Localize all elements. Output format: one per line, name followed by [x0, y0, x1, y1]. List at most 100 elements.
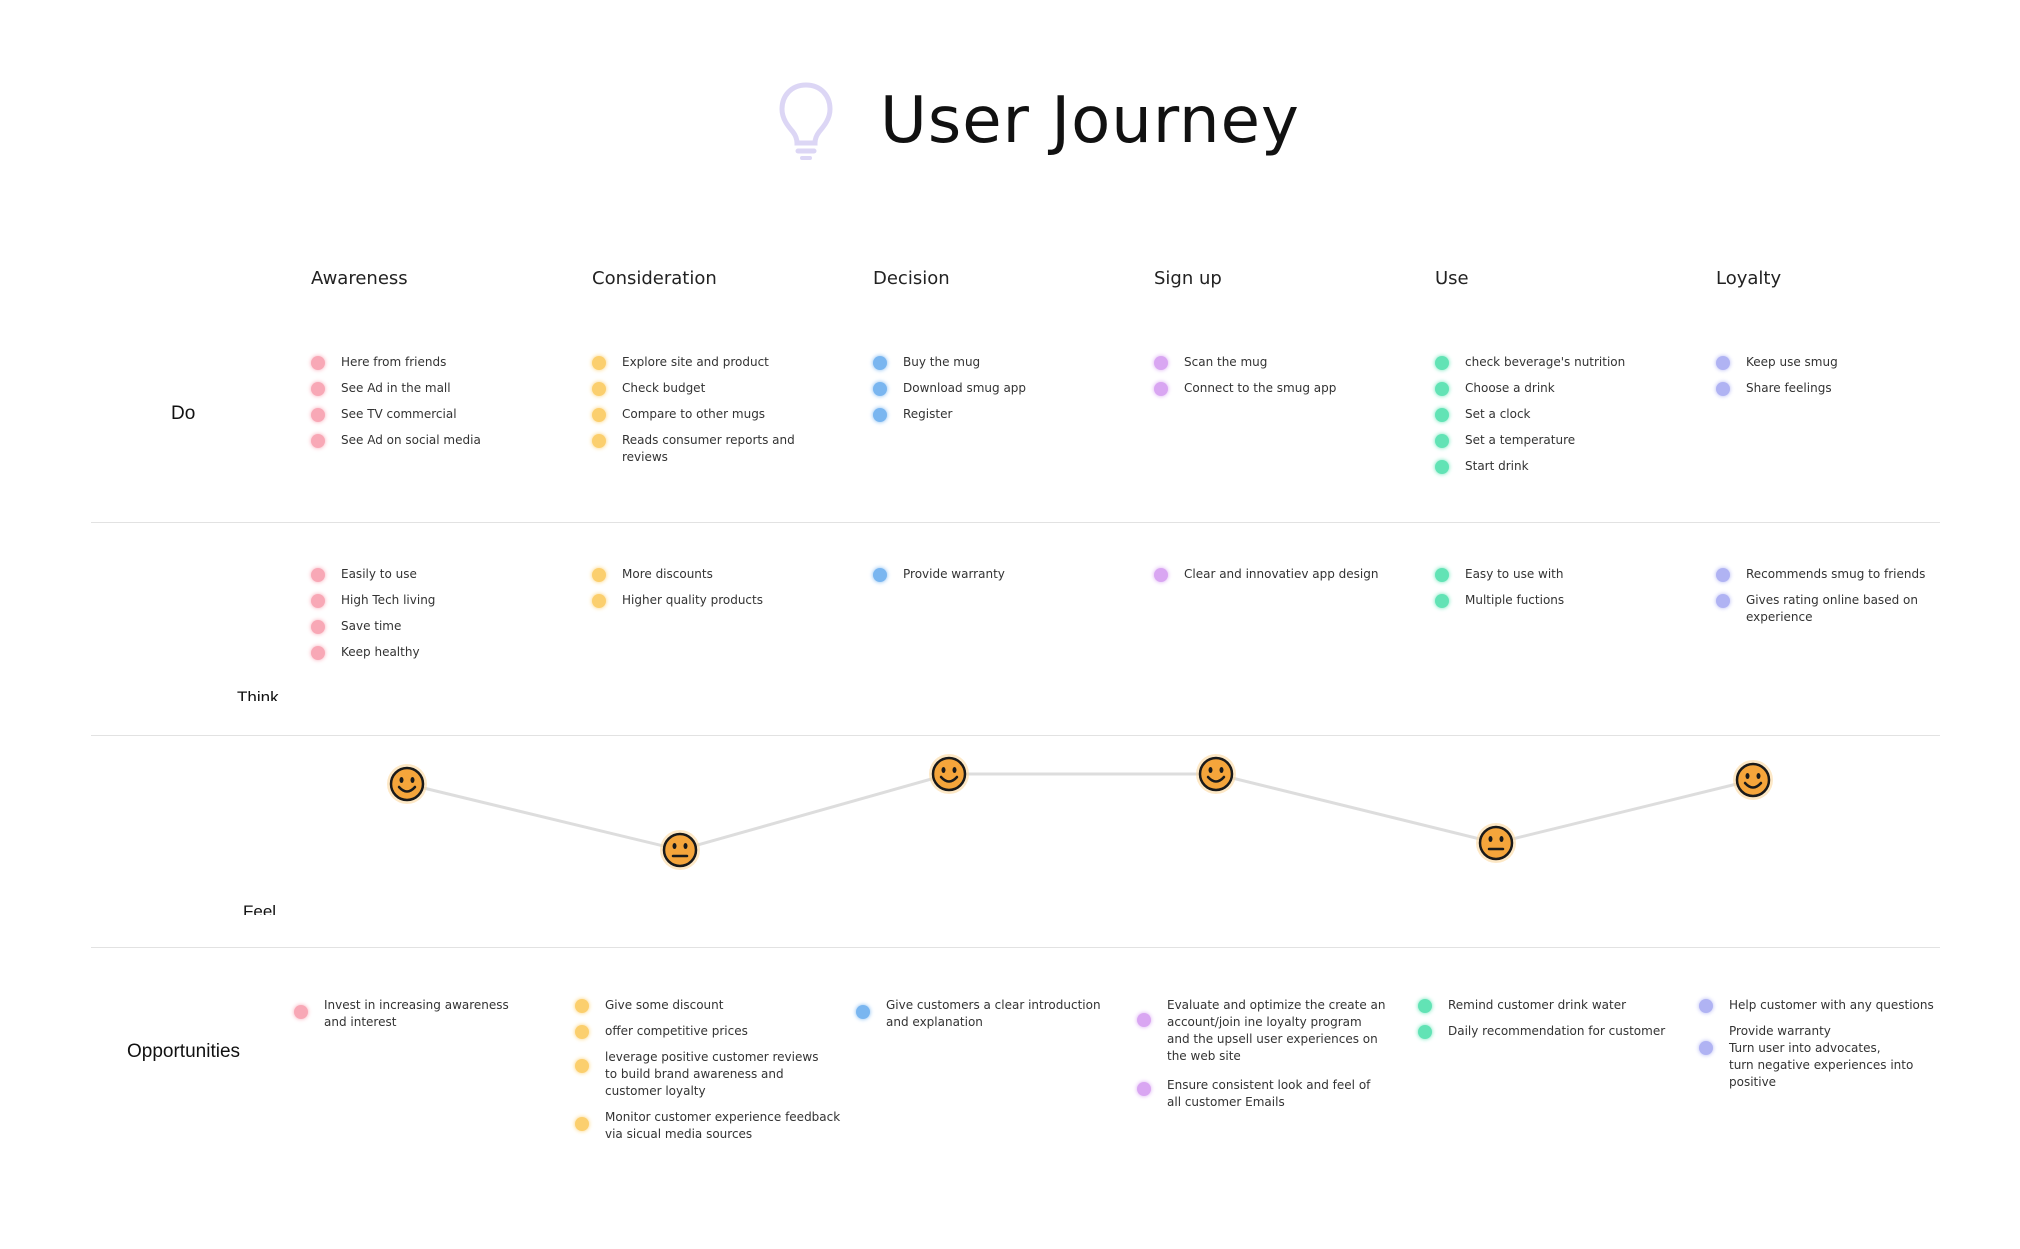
list-item: Scan the mug	[1154, 354, 1404, 371]
do-list-consideration: Explore site and product Check budget Co…	[592, 354, 842, 475]
list-item: Keep use smug	[1716, 354, 1966, 371]
list-item: More discounts	[592, 566, 842, 583]
stage-use: Use	[1435, 268, 1469, 289]
list-item: Keep healthy	[311, 644, 561, 661]
list-item: Buy the mug	[873, 354, 1123, 371]
happy-face-icon	[387, 764, 427, 804]
row-label-opportunities: Opportunities	[127, 1041, 241, 1062]
bullet-dot	[873, 568, 887, 582]
list-item: Explore site and product	[592, 354, 842, 371]
bullet-dot	[311, 568, 325, 582]
list-item: Monitor customer experience feedback via…	[575, 1109, 845, 1143]
list-item: Easily to use	[311, 566, 561, 583]
list-item: Higher quality products	[592, 592, 842, 609]
list-item: Save time	[311, 618, 561, 635]
list-item: Share feelings	[1716, 380, 1966, 397]
bullet-dot	[1435, 568, 1449, 582]
bullet-dot	[1154, 568, 1168, 582]
list-item: See TV commercial	[311, 406, 561, 423]
row-divider	[91, 947, 1940, 948]
opp-list-use: Remind customer drink water Daily recomm…	[1418, 997, 1688, 1049]
bullet-dot	[1699, 999, 1713, 1013]
list-item: Download smug app	[873, 380, 1123, 397]
stage-sign-up: Sign up	[1154, 268, 1222, 289]
bullet-dot	[873, 382, 887, 396]
list-item: Invest in increasing awareness and inter…	[294, 997, 534, 1031]
bullet-dot	[1435, 594, 1449, 608]
bullet-dot	[1716, 568, 1730, 582]
bullet-dot	[592, 434, 606, 448]
list-item: Ensure consistent look and feel of all c…	[1137, 1077, 1407, 1111]
do-list-use: check beverage's nutrition Choose a drin…	[1435, 354, 1685, 484]
bullet-dot	[1137, 1013, 1151, 1027]
bullet-dot	[1137, 1082, 1151, 1096]
stage-decision: Decision	[873, 268, 950, 289]
opp-list-consideration: Give some discount offer competitive pri…	[575, 997, 845, 1152]
bullet-dot	[311, 408, 325, 422]
list-item: Give some discount	[575, 997, 845, 1014]
opp-list-sign-up: Evaluate and optimize the create an acco…	[1137, 997, 1407, 1120]
bullet-dot	[1435, 434, 1449, 448]
bullet-dot	[873, 408, 887, 422]
bullet-dot	[575, 1117, 589, 1131]
list-item: Register	[873, 406, 1123, 423]
list-item: High Tech living	[311, 592, 561, 609]
do-list-awareness: Here from friends See Ad in the mall See…	[311, 354, 561, 458]
happy-face-icon	[929, 754, 969, 794]
bullet-dot	[311, 646, 325, 660]
neutral-face-icon	[1476, 823, 1516, 863]
bullet-dot	[1699, 1041, 1713, 1055]
list-item: Provide warranty Turn user into advocate…	[1699, 1023, 1969, 1091]
bullet-dot	[1418, 999, 1432, 1013]
list-item: See Ad in the mall	[311, 380, 561, 397]
header: User Journey	[778, 76, 1300, 166]
stage-consideration: Consideration	[592, 268, 717, 289]
bullet-dot	[1435, 356, 1449, 370]
think-list-consideration: More discounts Higher quality products	[592, 566, 842, 618]
bullet-dot	[575, 999, 589, 1013]
list-item: Daily recommendation for customer	[1418, 1023, 1688, 1040]
list-item: Check budget	[592, 380, 842, 397]
think-list-sign-up: Clear and innovatiev app design	[1154, 566, 1404, 592]
lightbulb-icon	[779, 82, 833, 160]
list-item: Remind customer drink water	[1418, 997, 1688, 1014]
list-item: Clear and innovatiev app design	[1154, 566, 1404, 583]
bullet-dot	[311, 594, 325, 608]
opp-list-loyalty: Help customer with any questions Provide…	[1699, 997, 1969, 1100]
think-list-use: Easy to use with Multiple fuctions	[1435, 566, 1685, 618]
list-item: Evaluate and optimize the create an acco…	[1137, 997, 1407, 1065]
happy-face-icon	[1733, 760, 1773, 800]
do-list-sign-up: Scan the mug Connect to the smug app	[1154, 354, 1404, 406]
bullet-dot	[1435, 382, 1449, 396]
bullet-dot	[1435, 460, 1449, 474]
bullet-dot	[1716, 594, 1730, 608]
list-item: Gives rating online based on experience	[1716, 592, 1966, 626]
list-item: offer competitive prices	[575, 1023, 845, 1040]
bullet-dot	[311, 356, 325, 370]
row-divider	[91, 522, 1940, 523]
list-item: leverage positive customer reviews to bu…	[575, 1049, 845, 1100]
list-item: Set a temperature	[1435, 432, 1685, 449]
stage-loyalty: Loyalty	[1716, 268, 1782, 289]
list-item: Connect to the smug app	[1154, 380, 1404, 397]
bullet-dot	[592, 408, 606, 422]
list-item: Recommends smug to friends	[1716, 566, 1966, 583]
feeling-line	[406, 772, 1754, 852]
bullet-dot	[1154, 356, 1168, 370]
list-item: Give customers a clear introduction and …	[856, 997, 1116, 1031]
bullet-dot	[592, 382, 606, 396]
list-item: Here from friends	[311, 354, 561, 371]
opp-list-decision: Give customers a clear introduction and …	[856, 997, 1116, 1040]
bullet-dot	[294, 1005, 308, 1019]
bullet-dot	[311, 382, 325, 396]
bullet-dot	[873, 356, 887, 370]
bullet-dot	[592, 568, 606, 582]
bullet-dot	[575, 1059, 589, 1073]
do-list-decision: Buy the mug Download smug app Register	[873, 354, 1123, 432]
happy-face-icon	[1196, 754, 1236, 794]
do-list-loyalty: Keep use smug Share feelings	[1716, 354, 1966, 406]
opp-list-awareness: Invest in increasing awareness and inter…	[294, 997, 534, 1040]
list-item: Multiple fuctions	[1435, 592, 1685, 609]
list-item: Start drink	[1435, 458, 1685, 475]
bullet-dot	[1716, 382, 1730, 396]
